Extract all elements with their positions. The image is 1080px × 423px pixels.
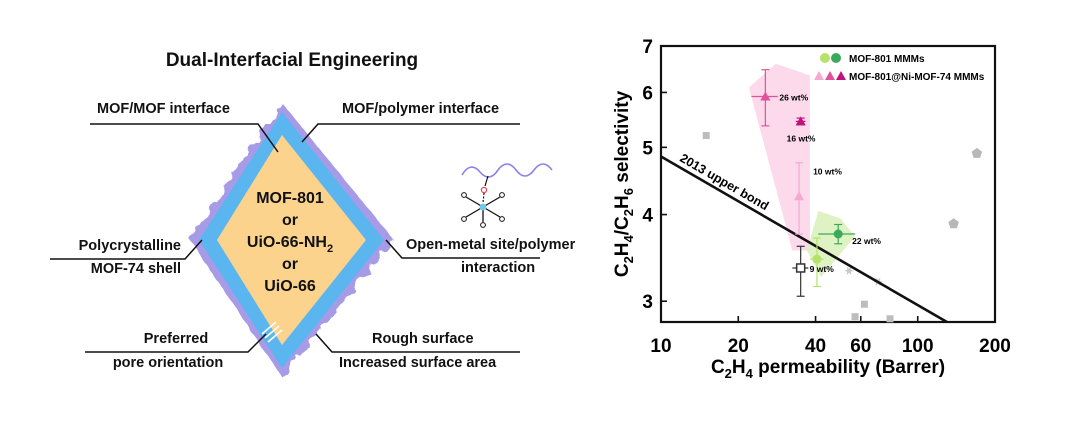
x-tick-label: 60 [850,336,871,357]
legend: MOF-801 MMMs MOF-801@Ni-MOF-74 MMMs [814,53,985,83]
open-square-data-point [795,263,806,273]
label-preferred: Preferred [144,331,208,347]
reference-square-point [886,315,894,323]
core-line-3-subscript: 2 [327,243,333,255]
legend-marker-pale-pink [814,71,824,80]
y-tick-label: 7 [642,37,653,58]
reference-pentagon-point [948,218,959,229]
label-mof74-shell: MOF-74 shell [91,261,181,277]
x-tick-label: 40 [805,336,826,357]
leader-preferred [85,333,267,353]
metal-site-polymer-icon [461,163,553,228]
x-tick-label: 10 [650,336,671,357]
oxygen-atom-icon [480,186,488,194]
y-axis-title: C2H4/C2H6 selectivity [612,90,636,277]
upper-bound-line-path [660,155,948,324]
leader-polycrystalline [50,239,203,260]
chart-panel: 2013 upper bond 22 wt% 10 wt% 16 wt% 26 wt%… [612,37,1011,381]
metal-center-icon [479,203,487,211]
legend-marker-pink [825,71,835,80]
y-tick-label: 3 [642,292,653,313]
polymer-chain-icon [461,163,553,178]
leader-mof-mof [90,123,279,153]
core-line-1: MOF-801 [256,190,324,207]
mof-particle [190,103,394,377]
reference-square-point [851,313,859,321]
triangle-data-point [794,191,805,201]
leader-open-metal [385,239,540,259]
leader-mof-polymer [301,123,520,143]
data-label: 9 wt% [810,264,835,274]
reference-star-point [844,266,855,276]
reference-points [702,132,983,323]
x-tick-label: 100 [902,336,934,357]
y-tick-label: 5 [642,138,653,159]
axis-ticks: 10 20 40 60 100 200 3 4 5 6 7 [642,37,1010,357]
core-shell-region [748,63,810,251]
schematic-panel: Dual-Interfacial Engineering MOF-801 or … [50,50,576,377]
label-open-metal-site: Open-metal site/polymer [406,237,576,253]
y-tick-label: 4 [642,206,653,227]
data-points: 22 wt% 10 wt% 16 wt% 26 wt% 9 wt% [751,69,881,297]
pore-stripes-icon [261,321,283,343]
core-line-3-main: UiO-66-NH [247,234,327,251]
triangle-data-point [760,91,771,101]
legend-marker-light-green [820,53,830,63]
legend-marker-magenta [836,71,846,80]
label-rough-surface: Rough surface [372,331,474,347]
legend-marker-green [831,53,841,63]
diagram-title: Dual-Interfacial Engineering [166,50,418,71]
label-mof-polymer-interface: MOF/polymer interface [342,101,499,117]
x-tick-label: 200 [979,336,1011,357]
legend-entry-core-shell: MOF-801@Ni-MOF-74 MMMs [849,72,985,83]
mof-core [217,135,366,345]
label-pore-orientation: pore orientation [113,355,223,371]
data-label: 22 wt% [852,236,881,246]
core-line-3: UiO-66-NH2 [247,234,333,255]
leader-lines [50,123,540,353]
circle-data-point [812,254,822,264]
leader-rough [315,333,520,353]
data-label: 10 wt% [813,166,842,176]
core-line-2: or [282,212,298,229]
data-label: 16 wt% [787,133,816,143]
circle-data-point [833,229,843,239]
core-line-5: UiO-66 [264,278,316,295]
core-line-4: or [282,256,298,273]
y-tick-label: 6 [642,83,653,104]
triangle-data-point [795,116,806,126]
x-axis-title: C2H4 permeability (Barrer) [711,357,945,381]
plot-frame [659,44,997,324]
label-mof-mof-interface: MOF/MOF interface [97,101,230,117]
bond-icon [484,175,489,187]
reference-pentagon-point [971,147,983,158]
legend-entry-mof801: MOF-801 MMMs [849,54,925,65]
label-increased-surface-area: Increased surface area [339,355,497,371]
reference-square-point [860,300,868,308]
ligand-atoms-icon [461,192,505,228]
label-interaction: interaction [461,260,535,276]
reference-square-point [702,132,710,140]
coordination-bond-icon [482,192,485,204]
data-label: 26 wt% [779,92,808,102]
label-polycrystalline: Polycrystalline [79,238,181,254]
upper-bound-label: 2013 upper bond [677,151,771,213]
x-tick-label: 20 [728,336,749,357]
